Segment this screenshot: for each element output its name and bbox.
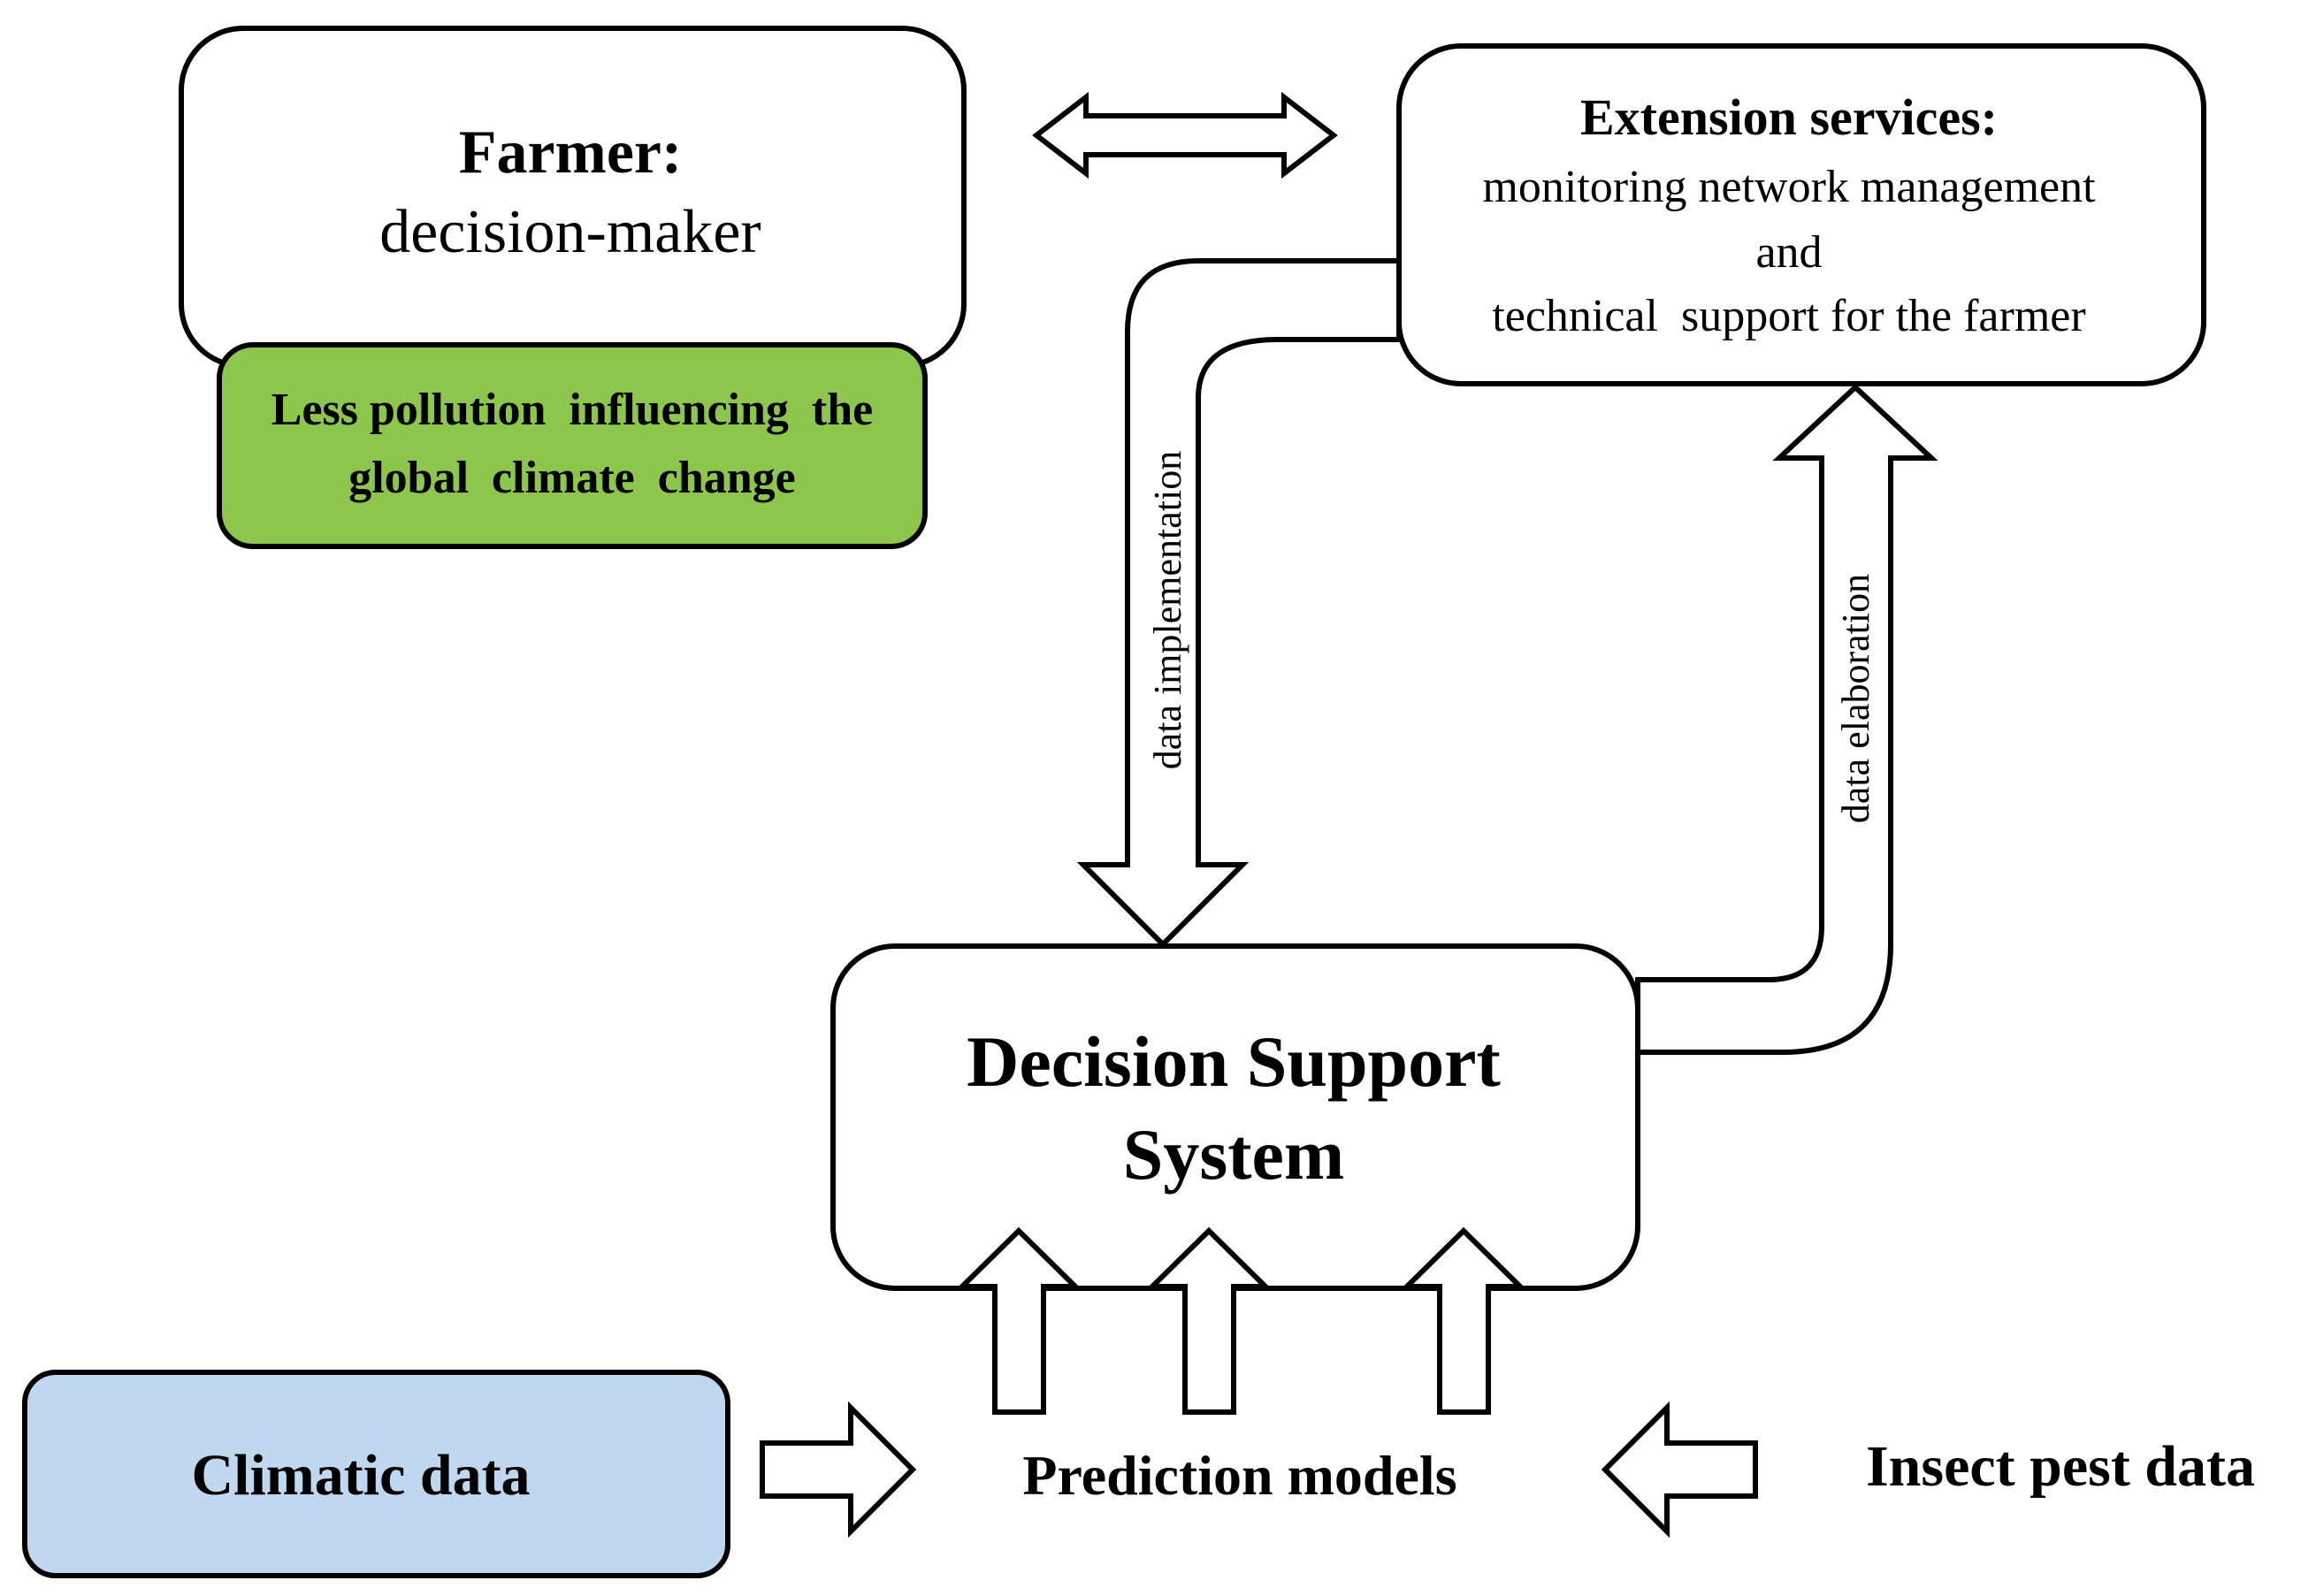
right-arrow-icon	[760, 1401, 917, 1539]
elaboration-arrow-body	[1635, 383, 1938, 1055]
elaboration-label: data elaboration	[1834, 574, 1877, 823]
extension-line-1: monitoring network management	[1482, 162, 2096, 212]
extension-line-3: technical support for the farmer	[1492, 291, 2085, 341]
up-arrow-icon	[1400, 1226, 1527, 1415]
up-arrow-icon	[1145, 1226, 1273, 1415]
insect-pest-data-label: Insect pest data	[1866, 1434, 2255, 1499]
implementation-label: data implementation	[1146, 451, 1189, 769]
outcome-box	[217, 342, 928, 549]
extension-line-2: and	[1755, 227, 1822, 278]
outcome-line-2: global climate change	[348, 453, 796, 503]
double-arrow-icon	[1032, 91, 1338, 179]
extension-title: Extension services:	[1580, 88, 1998, 146]
up-arrow-icon	[955, 1226, 1082, 1415]
farmer-subtitle: decision-maker	[379, 198, 761, 266]
implementation-arrow-body	[1076, 258, 1402, 949]
farmer-title: Farmer:	[459, 118, 683, 187]
dss-line-2: System	[1123, 1114, 1345, 1195]
climatic-data-box	[22, 1370, 730, 1578]
extension-box	[1396, 43, 2206, 386]
left-arrow-icon	[1601, 1401, 1758, 1539]
prediction-models-label: Prediction models	[1022, 1444, 1456, 1507]
dss-line-1: Decision Support	[967, 1021, 1501, 1102]
farmer-box	[179, 26, 967, 369]
climatic-data-label: Climatic data	[191, 1443, 530, 1508]
outcome-line-1: Less pollution influencing the	[271, 385, 873, 435]
